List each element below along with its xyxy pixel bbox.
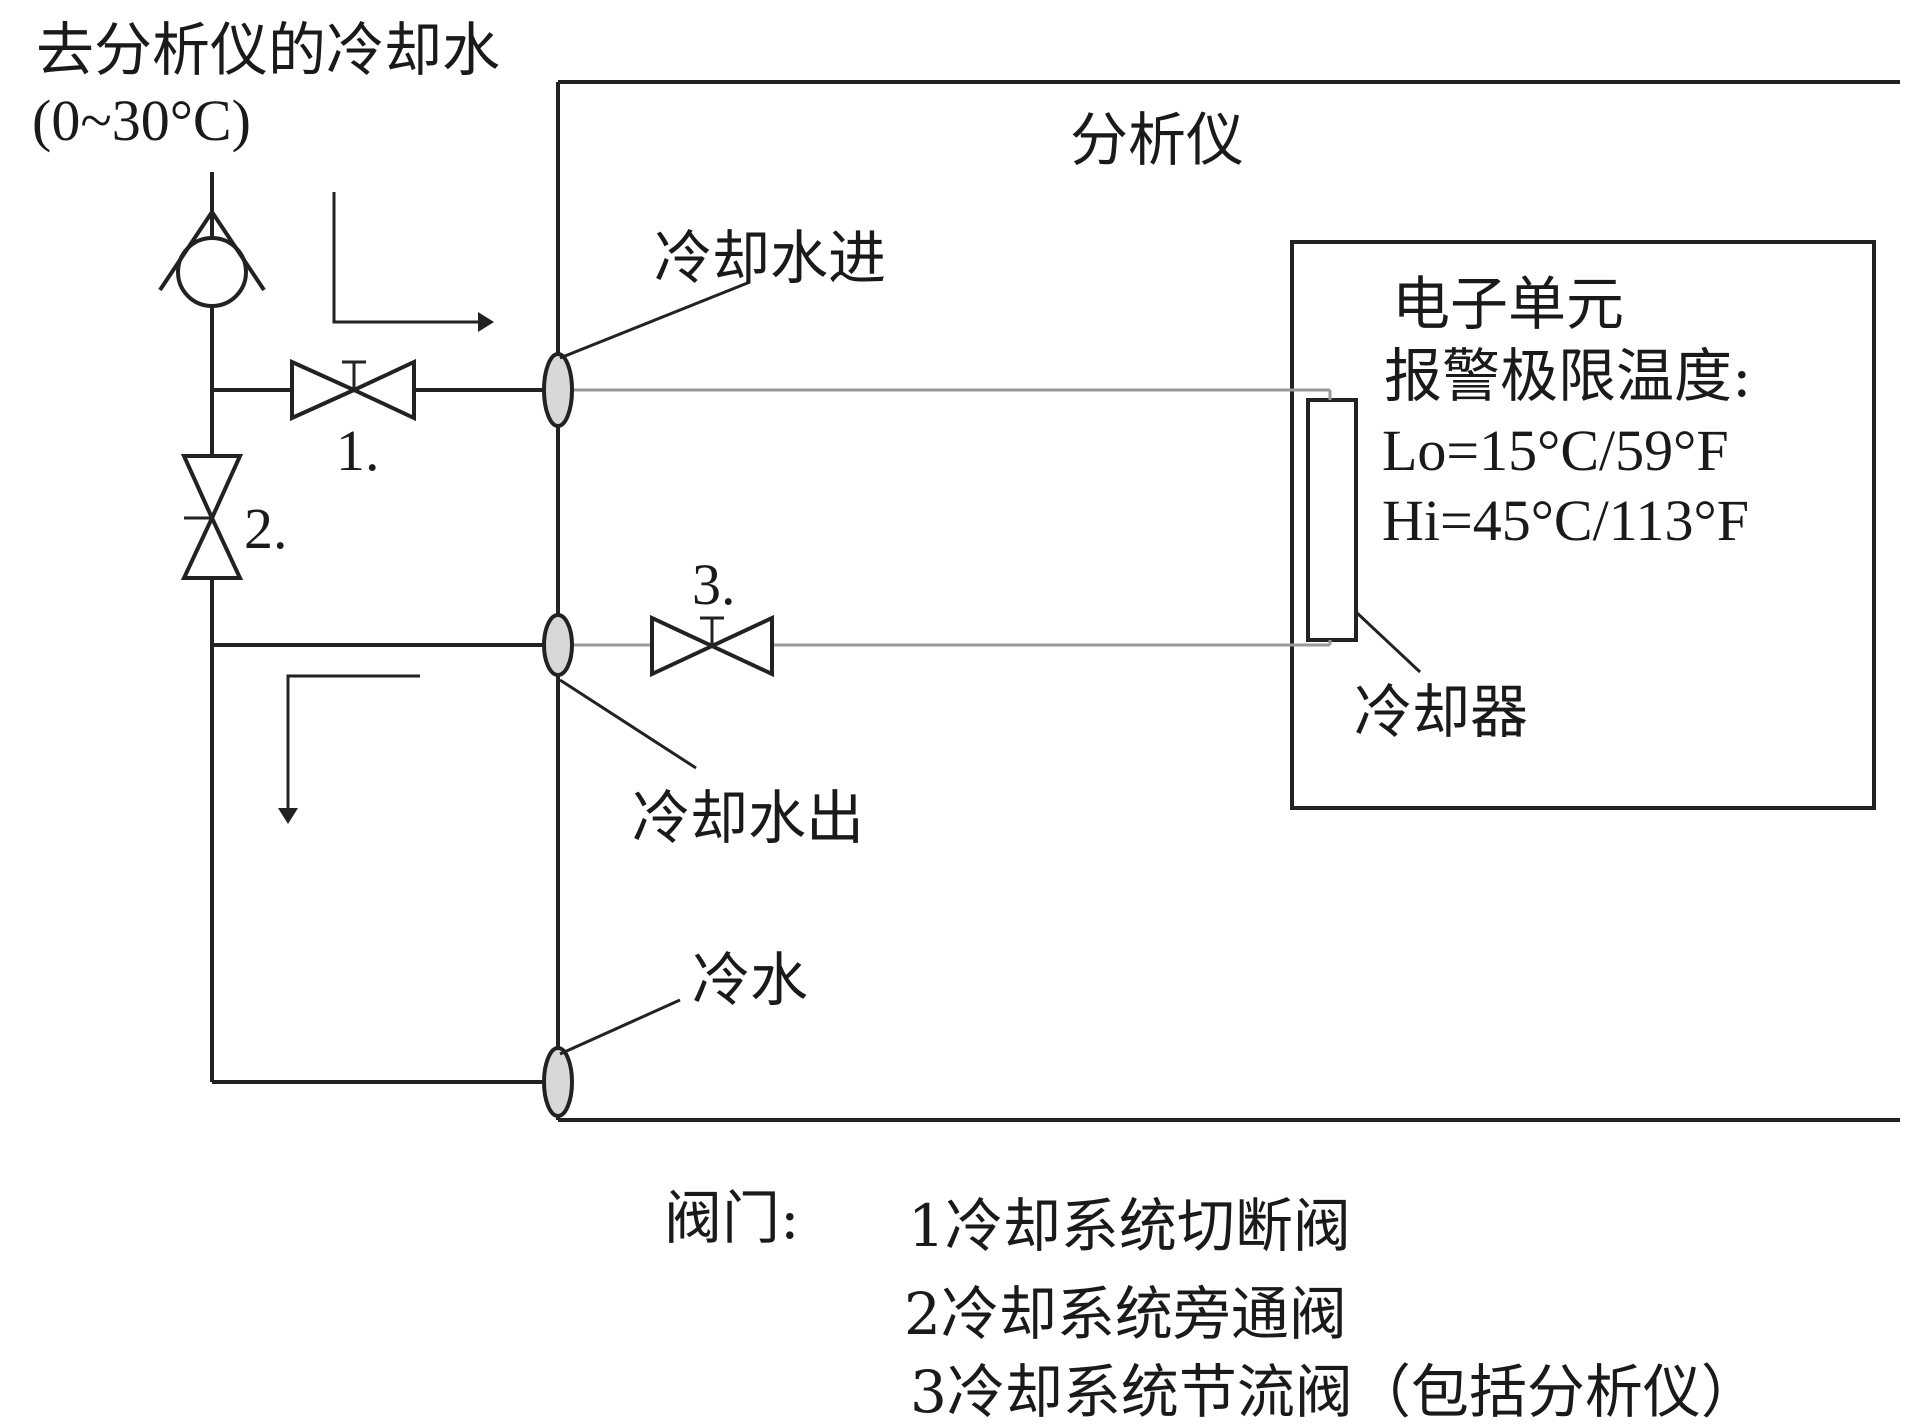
valve-1-icon	[290, 358, 416, 422]
port-cold-water-icon	[542, 1046, 574, 1118]
valve-3-icon	[650, 614, 774, 678]
cooler	[1306, 398, 1422, 674]
valve-legend: 阀门: 1冷却系统切断阀 2冷却系统旁通阀 3冷却系统节流阀（包括分析仪）	[664, 1184, 1759, 1426]
alarm-lo: Lo=15°C/59°F	[1382, 418, 1729, 483]
cold-water-label: 冷水	[692, 946, 808, 1014]
water-in-label: 冷却水进	[654, 224, 886, 292]
inlet-funnel-icon	[158, 208, 266, 308]
legend-item-2: 2冷却系统旁通阀	[904, 1280, 1347, 1348]
port-water-in-icon	[542, 352, 574, 428]
electronics-unit-box	[1290, 240, 1876, 810]
electronics-label: 电子单元	[1392, 270, 1624, 338]
alarm-hi: Hi=45°C/113°F	[1382, 488, 1749, 553]
external-pipes	[210, 172, 558, 1084]
valve-2-icon	[180, 454, 244, 580]
valve-2-label: 2.	[244, 496, 288, 561]
valve-3-label: 3.	[692, 552, 736, 617]
legend-title: 阀门:	[664, 1184, 800, 1252]
flow-arrow-out-icon	[278, 674, 420, 824]
cooler-label: 冷却器	[1354, 678, 1528, 746]
water-out-label: 冷却水出	[632, 784, 864, 852]
analyzer-label: 分析仪	[1070, 106, 1244, 174]
supply-title: 去分析仪的冷却水	[36, 16, 500, 84]
flow-arrow-in-icon	[332, 192, 494, 332]
legend-item-3: 3冷却系统节流阀（包括分析仪）	[910, 1358, 1759, 1426]
leader-lines	[559, 280, 751, 1056]
analyzer-enclosure	[556, 80, 1900, 1122]
supply-range: (0~30°C)	[32, 88, 251, 153]
port-water-out-icon	[542, 613, 574, 677]
internal-pipes	[558, 388, 1332, 647]
valve-1-label: 1.	[336, 418, 380, 483]
legend-item-1: 1冷却系统切断阀	[908, 1192, 1351, 1260]
alarm-title: 报警极限温度:	[1384, 342, 1752, 410]
